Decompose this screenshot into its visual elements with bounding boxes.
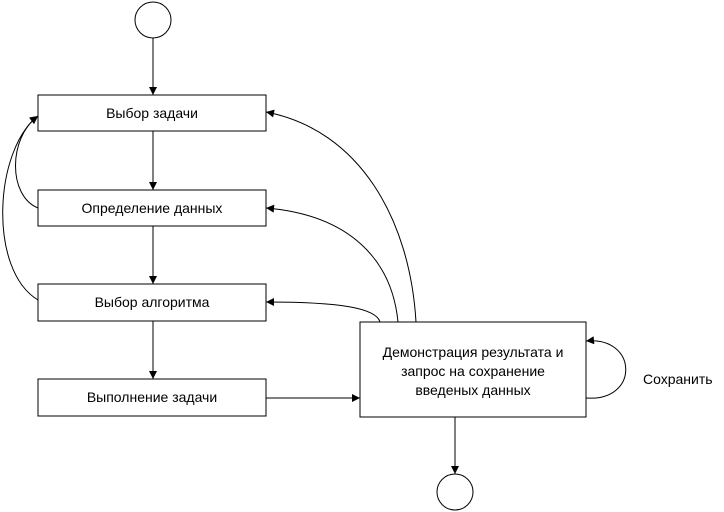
edge-save-self-loop — [585, 336, 627, 399]
edge-save-label: Сохранить — [643, 371, 713, 387]
node-choose-algorithm: Выбор алгоритма — [37, 283, 267, 322]
edge-choose-algorithm-back-to-choose-task — [2, 115, 39, 301]
node-show-result: Демонстрация результата и запрос на сохр… — [359, 321, 587, 418]
edge-show-result-back-to-choose-task — [265, 109, 417, 323]
node-show-result-label-line3: введеных данных — [415, 382, 530, 398]
node-choose-task: Выбор задачи — [37, 94, 267, 132]
edge-show-result-back-to-choose-algorithm — [265, 298, 381, 323]
edge-define-data-back-to-choose-task — [15, 115, 39, 209]
node-define-data-label: Определение данных — [82, 200, 223, 216]
node-choose-task-label: Выбор задачи — [106, 105, 198, 121]
end-node — [436, 473, 474, 511]
node-define-data: Определение данных — [37, 189, 267, 227]
node-execute-task-label: Выполнение задачи — [87, 389, 217, 405]
start-node — [134, 1, 172, 39]
node-show-result-label-line2: запрос на сохранение — [401, 363, 545, 379]
node-choose-algorithm-label: Выбор алгоритма — [95, 294, 210, 310]
node-show-result-label-line1: Демонстрация результата и — [383, 344, 564, 360]
node-execute-task: Выполнение задачи — [37, 378, 267, 417]
edge-show-result-back-to-define-data — [265, 204, 399, 323]
